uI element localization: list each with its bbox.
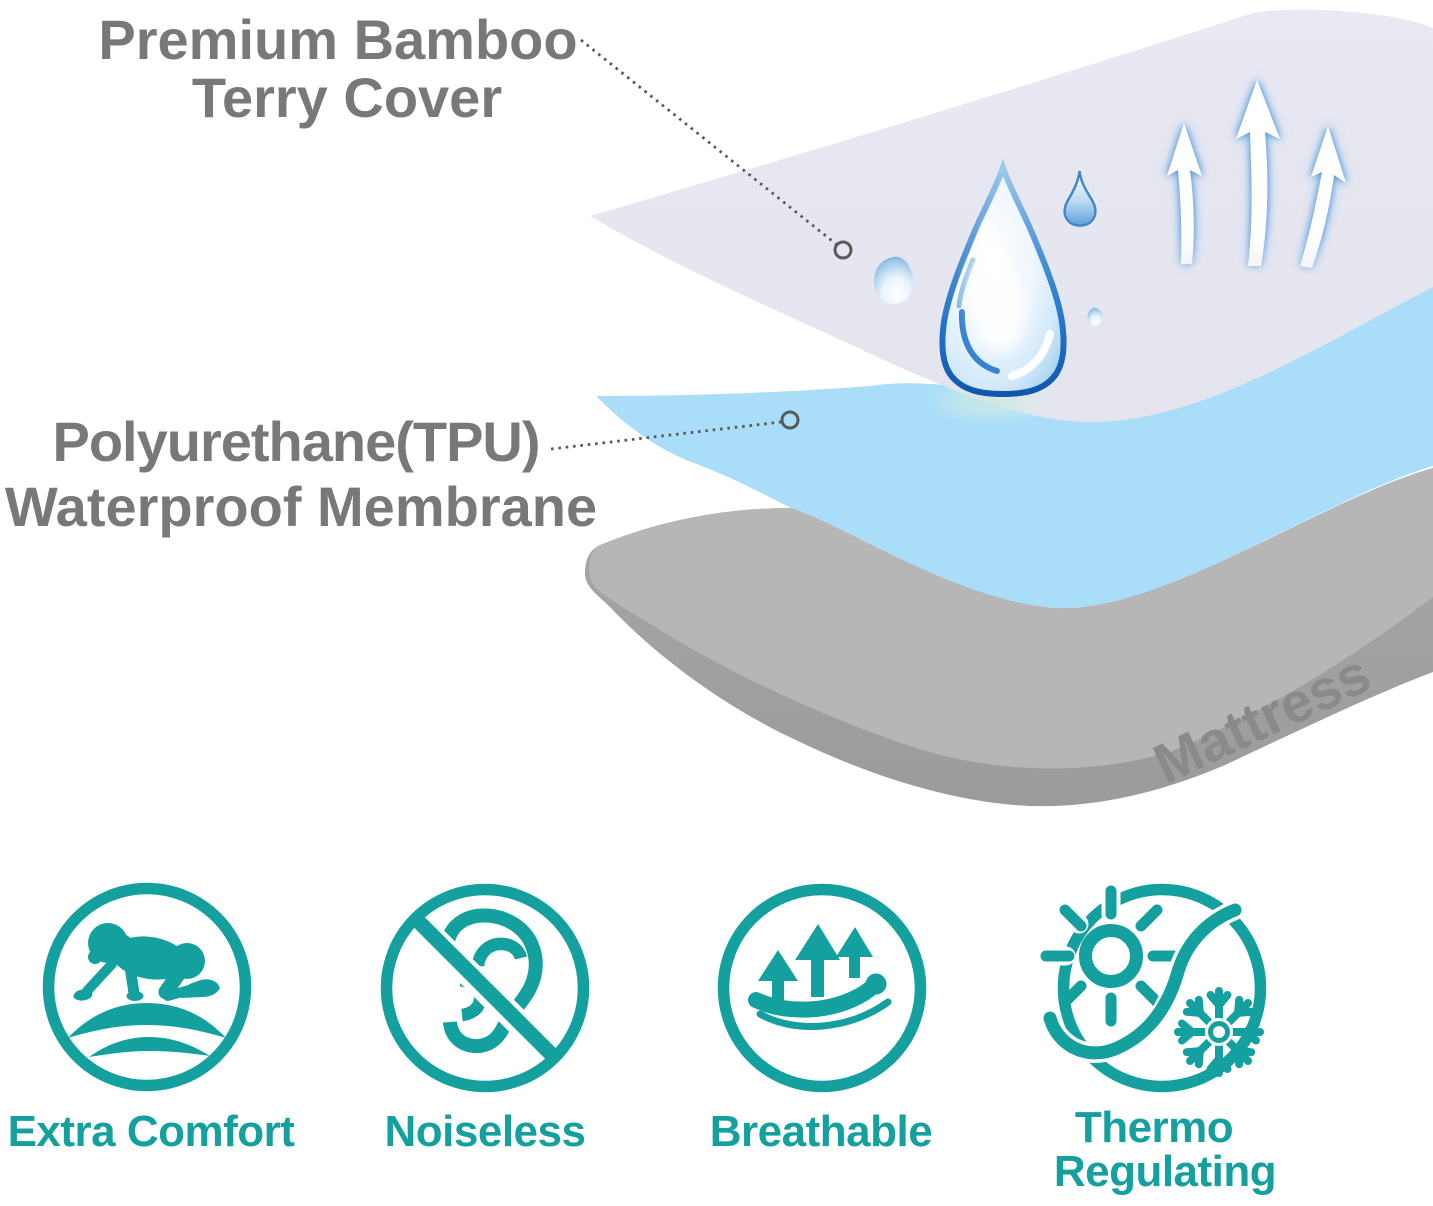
svg-text:Polyurethane(TPU): Polyurethane(TPU) <box>52 410 539 473</box>
svg-text:Extra Comfort: Extra Comfort <box>8 1107 296 1156</box>
svg-text:Noiseless: Noiseless <box>385 1107 586 1156</box>
svg-text:Terry Cover: Terry Cover <box>192 66 502 129</box>
svg-text:Regulating: Regulating <box>1054 1147 1276 1196</box>
svg-text:Breathable: Breathable <box>710 1107 932 1156</box>
svg-text:Thermo: Thermo <box>1075 1103 1233 1152</box>
svg-text:Premium Bamboo: Premium Bamboo <box>98 8 577 71</box>
svg-text:Waterproof Membrane: Waterproof Membrane <box>5 475 597 538</box>
